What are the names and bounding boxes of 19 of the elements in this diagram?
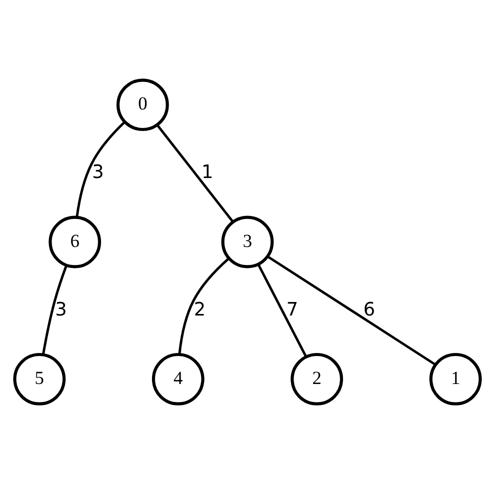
node-circle: 3 [221, 216, 274, 268]
edge-label: 1 [202, 162, 214, 184]
connector [268, 256, 436, 366]
node-circle: 6 [48, 216, 102, 268]
node-circle: 2 [290, 352, 344, 406]
edge-label: 6 [363, 299, 376, 320]
node-circle: 4 [152, 352, 204, 406]
edge-label: 7 [286, 299, 298, 320]
node-circle: 1 [429, 352, 482, 406]
connector [156, 124, 234, 223]
connector [42, 265, 68, 355]
edge-label: 3 [92, 162, 104, 184]
connector [76, 121, 126, 218]
connector [178, 258, 230, 354]
node-circle: 0 [116, 78, 169, 132]
connector [257, 264, 308, 358]
edge-label: 2 [194, 299, 206, 320]
node-circle: 5 [13, 352, 66, 406]
edge-label: 3 [55, 299, 67, 320]
